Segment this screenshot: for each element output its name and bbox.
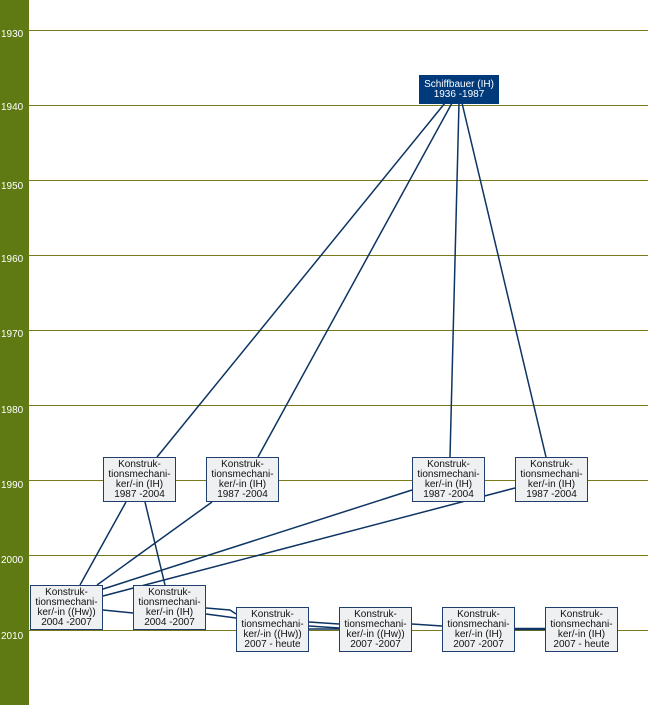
year-label: 1960 — [1, 254, 24, 265]
node-konstruktionsmechaniker[interactable]: Konstruk-tionsmechani-ker/-in ((Hw))2007… — [339, 607, 412, 652]
node-konstruktionsmechaniker[interactable]: Konstruk-tionsmechani-ker/-in (IH)1987 -… — [103, 457, 176, 502]
node-text: tionsmechani- — [138, 596, 201, 608]
node-period: 1987 -2004 — [526, 488, 577, 500]
node-text: ker/-in ((Hw)) — [346, 628, 405, 640]
node-period: 1987 -2004 — [423, 488, 474, 500]
year-label: 2010 — [1, 631, 24, 642]
node-text: tionsmechani- — [241, 618, 304, 630]
node-text: Konstruk- — [427, 458, 470, 470]
year-label: 1930 — [1, 29, 24, 40]
node-text: ker/-in (IH) — [454, 628, 503, 640]
node-text: ker/-in ((Hw)) — [243, 628, 302, 640]
node-text: tionsmechani- — [417, 468, 480, 480]
year-label: 1950 — [1, 181, 24, 192]
node-text: Konstruk- — [251, 608, 294, 620]
node-text: Konstruk- — [118, 458, 161, 470]
node-konstruktionsmechaniker[interactable]: Konstruk-tionsmechani-ker/-in (IH)2007 -… — [442, 607, 515, 652]
node-period: 2007 -2007 — [453, 638, 504, 650]
node-period: 2004 -2007 — [41, 616, 92, 628]
node-period: 2007 - heute — [244, 638, 301, 650]
node-text: ker/-in (IH) — [218, 478, 267, 490]
node-period: 1987 -2004 — [114, 488, 165, 500]
node-text: ker/-in (IH) — [557, 628, 606, 640]
node-period: 2007 -2007 — [350, 638, 401, 650]
node-text: ker/-in (IH) — [527, 478, 576, 490]
node-text: tionsmechani- — [520, 468, 583, 480]
node-konstruktionsmechaniker[interactable]: Konstruk-tionsmechani-ker/-in ((Hw))2004… — [30, 585, 103, 630]
year-axis — [0, 0, 29, 705]
node-schiffbauer[interactable]: Schiffbauer (IH)1936 -1987 — [419, 75, 499, 104]
year-label: 1990 — [1, 480, 24, 491]
node-text: tionsmechani- — [211, 468, 274, 480]
year-label: 1940 — [1, 102, 24, 113]
node-konstruktionsmechaniker[interactable]: Konstruk-tionsmechani-ker/-in (IH)1987 -… — [515, 457, 588, 502]
node-period: 2007 - heute — [553, 638, 610, 650]
node-text: ker/-in (IH) — [115, 478, 164, 490]
node-text: Konstruk- — [354, 608, 397, 620]
node-konstruktionsmechaniker[interactable]: Konstruk-tionsmechani-ker/-in (IH)2007 -… — [545, 607, 618, 652]
gridline — [29, 255, 648, 256]
node-text: Konstruk- — [221, 458, 264, 470]
node-title: Schiffbauer (IH) — [424, 78, 494, 90]
node-text: tionsmechani- — [550, 618, 613, 630]
year-label: 2000 — [1, 555, 24, 566]
gridline — [29, 555, 648, 556]
node-text: tionsmechani- — [447, 618, 510, 630]
node-text: tionsmechani- — [344, 618, 407, 630]
node-text: tionsmechani- — [35, 596, 98, 608]
year-label: 1970 — [1, 329, 24, 340]
gridline — [29, 405, 648, 406]
node-text: ker/-in (IH) — [424, 478, 473, 490]
node-konstruktionsmechaniker[interactable]: Konstruk-tionsmechani-ker/-in (IH)2004 -… — [133, 585, 206, 630]
node-konstruktionsmechaniker[interactable]: Konstruk-tionsmechani-ker/-in (IH)1987 -… — [412, 457, 485, 502]
gridline — [29, 105, 648, 106]
node-text: ker/-in (IH) — [145, 606, 194, 618]
node-text: Konstruk- — [457, 608, 500, 620]
node-period: 1936 -1987 — [433, 88, 485, 100]
gridline — [29, 480, 648, 481]
year-label: 1980 — [1, 405, 24, 416]
gridline — [29, 630, 648, 631]
node-konstruktionsmechaniker[interactable]: Konstruk-tionsmechani-ker/-in (IH)1987 -… — [206, 457, 279, 502]
node-period: 2004 -2007 — [144, 616, 195, 628]
node-text: ker/-in ((Hw)) — [37, 606, 96, 618]
node-text: Konstruk- — [560, 608, 603, 620]
node-text: tionsmechani- — [108, 468, 171, 480]
node-period: 1987 -2004 — [217, 488, 268, 500]
gridline — [29, 30, 648, 31]
node-text: Konstruk- — [45, 586, 88, 598]
gridline — [29, 180, 648, 181]
node-text: Konstruk- — [530, 458, 573, 470]
gridline — [29, 330, 648, 331]
node-text: Konstruk- — [148, 586, 191, 598]
node-konstruktionsmechaniker[interactable]: Konstruk-tionsmechani-ker/-in ((Hw))2007… — [236, 607, 309, 652]
